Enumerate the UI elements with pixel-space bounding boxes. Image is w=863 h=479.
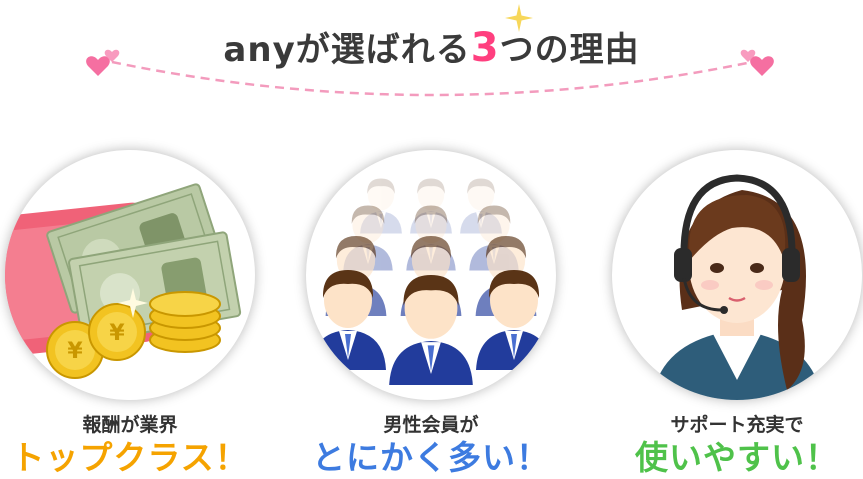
reason-1-headline: トップクラス！ [11,438,249,477]
svg-text:¥: ¥ [67,339,83,364]
reason-2-image [306,150,556,400]
sparkle-icon [505,4,533,32]
reason-3-image [612,150,862,400]
heart-icon [86,49,120,76]
title-prefix: anyが選ばれる [223,30,471,70]
title-suffix: つの理由 [499,30,640,70]
businessmen-crowd-illustration [310,178,552,385]
page-title: anyが選ばれる3つの理由 [0,22,863,71]
dashed-arc [111,60,753,97]
headset-icon [680,174,796,261]
reason-1-subtitle: 報酬が業界 [82,414,178,436]
reason-2-label: 男性会員が とにかく多い！ [291,413,571,479]
reason-3-subtitle: サポート充実で [670,414,804,436]
support-operator-illustration [652,174,822,400]
reason-2-subtitle: 男性会員が [383,414,479,436]
reason-1-image: ¥ ¥ [5,150,255,400]
title-number: 3 [470,25,500,71]
header-decoration [86,49,774,97]
reason-3-headline: 使いやすい！ [635,438,839,477]
section-header: anyが選ばれる3つの理由 [0,0,863,110]
reason-2-headline: とにかく多い！ [312,438,550,477]
svg-text:¥: ¥ [109,321,125,346]
money-coins-illustration: ¥ ¥ [5,183,242,379]
heart-icon [740,49,774,76]
reason-1-label: 報酬が業界 トップクラス！ [0,413,270,479]
reason-3-label: サポート充実で 使いやすい！ [597,413,863,479]
